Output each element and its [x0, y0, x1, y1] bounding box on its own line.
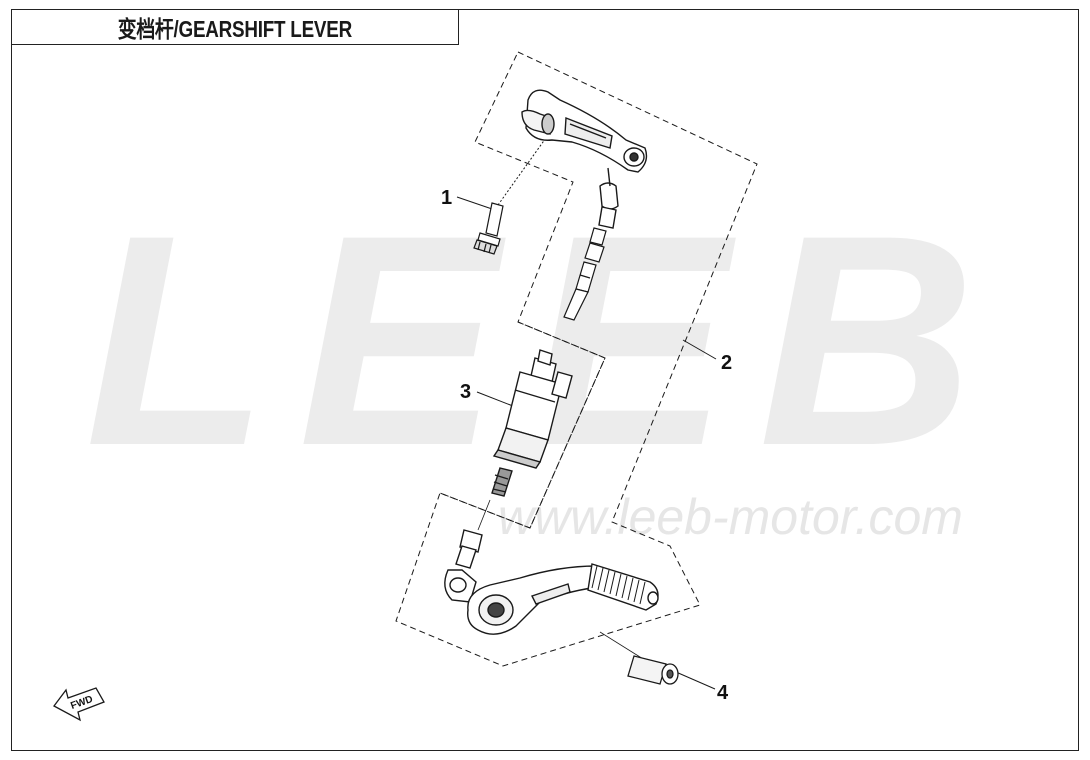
axis-line-bolt	[497, 134, 549, 206]
callout-1: 1	[441, 187, 452, 209]
drawing-frame	[11, 9, 1079, 751]
axis-line-sensor	[477, 499, 491, 531]
callout-4: 4	[717, 682, 729, 704]
page-title: 变档杆/GEARSHIFT LEVER	[117, 15, 352, 42]
callout-2: 2	[721, 352, 732, 374]
leader-line-1	[456, 196, 496, 211]
part-bolt-1	[473, 202, 504, 255]
watermark-url: www.leeb-motor.com	[498, 489, 963, 545]
leader-line-4	[675, 671, 716, 690]
part-bolt-4	[627, 655, 679, 685]
callout-3: 3	[460, 381, 471, 403]
part-shift-arm-upper	[521, 89, 648, 229]
title-box: 变档杆/GEARSHIFT LEVER	[11, 9, 459, 45]
group-outline-upper-link	[395, 51, 758, 667]
part-gear-sensor-3	[491, 349, 573, 497]
part-linkage-rod	[563, 227, 607, 321]
leader-line-2	[682, 339, 717, 360]
fwd-direction-arrow-icon: FWD	[53, 687, 105, 722]
part-shift-pedal-lower	[444, 529, 659, 635]
